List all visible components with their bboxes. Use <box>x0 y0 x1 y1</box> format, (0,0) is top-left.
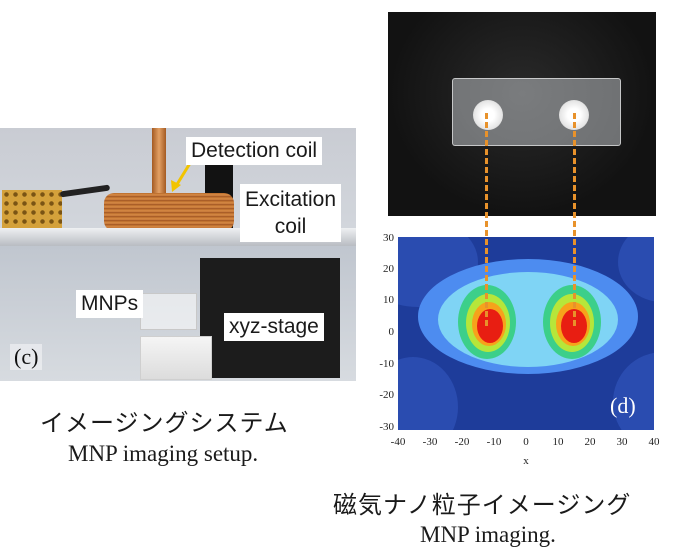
x-tick: -40 <box>390 436 406 448</box>
xyz-stage-label: xyz-stage <box>224 313 324 341</box>
heat-edge-bl <box>398 357 458 430</box>
heat-blob-left-red <box>477 309 503 343</box>
x-tick: 30 <box>616 436 628 448</box>
detection-coil-tube <box>152 128 166 198</box>
mnp-sample <box>140 293 197 330</box>
imaging-caption-jp: 磁気ナノ粒子イメージング <box>333 491 632 519</box>
x-tick: 0 <box>523 436 529 448</box>
x-axis-label: x <box>523 455 529 467</box>
panel-d-tag: (d) <box>610 393 636 418</box>
excitation-line-2: coil <box>274 215 307 238</box>
setup-caption-en: MNP imaging setup. <box>68 441 259 466</box>
pointer-arrow-head <box>171 180 181 192</box>
guide-line-left <box>485 113 488 326</box>
y-tick: 20 <box>383 263 394 275</box>
sample-well-left <box>473 100 503 130</box>
x-tick: 10 <box>552 436 564 448</box>
excitation-coil <box>104 193 234 231</box>
mnps-label: MNPs <box>76 290 144 318</box>
imaging-caption-en: MNP imaging. <box>420 522 556 547</box>
guide-line-right <box>573 113 576 326</box>
excitation-coil-label: Excitation coil <box>240 184 342 242</box>
y-tick: -10 <box>379 358 394 370</box>
y-tick: 30 <box>383 232 394 244</box>
x-tick: 20 <box>584 436 596 448</box>
y-tick: 10 <box>383 294 394 306</box>
y-tick: -20 <box>379 389 394 401</box>
panel-c-tag: (c) <box>10 344 43 370</box>
x-tick: -30 <box>422 436 438 448</box>
y-tick: 0 <box>388 326 395 338</box>
mnp-heatmap <box>398 237 654 430</box>
setup-caption-jp: イメージングシステム <box>40 409 289 437</box>
x-tick: -10 <box>486 436 502 448</box>
x-tick: 40 <box>648 436 660 448</box>
detection-coil-label: Detection coil <box>186 137 323 165</box>
sample-block <box>140 336 212 380</box>
y-tick: -30 <box>379 421 394 433</box>
circuit-board <box>2 190 62 230</box>
excitation-line-1: Excitation <box>245 188 337 211</box>
x-tick: -20 <box>454 436 470 448</box>
sample-slide-photo <box>388 12 656 216</box>
